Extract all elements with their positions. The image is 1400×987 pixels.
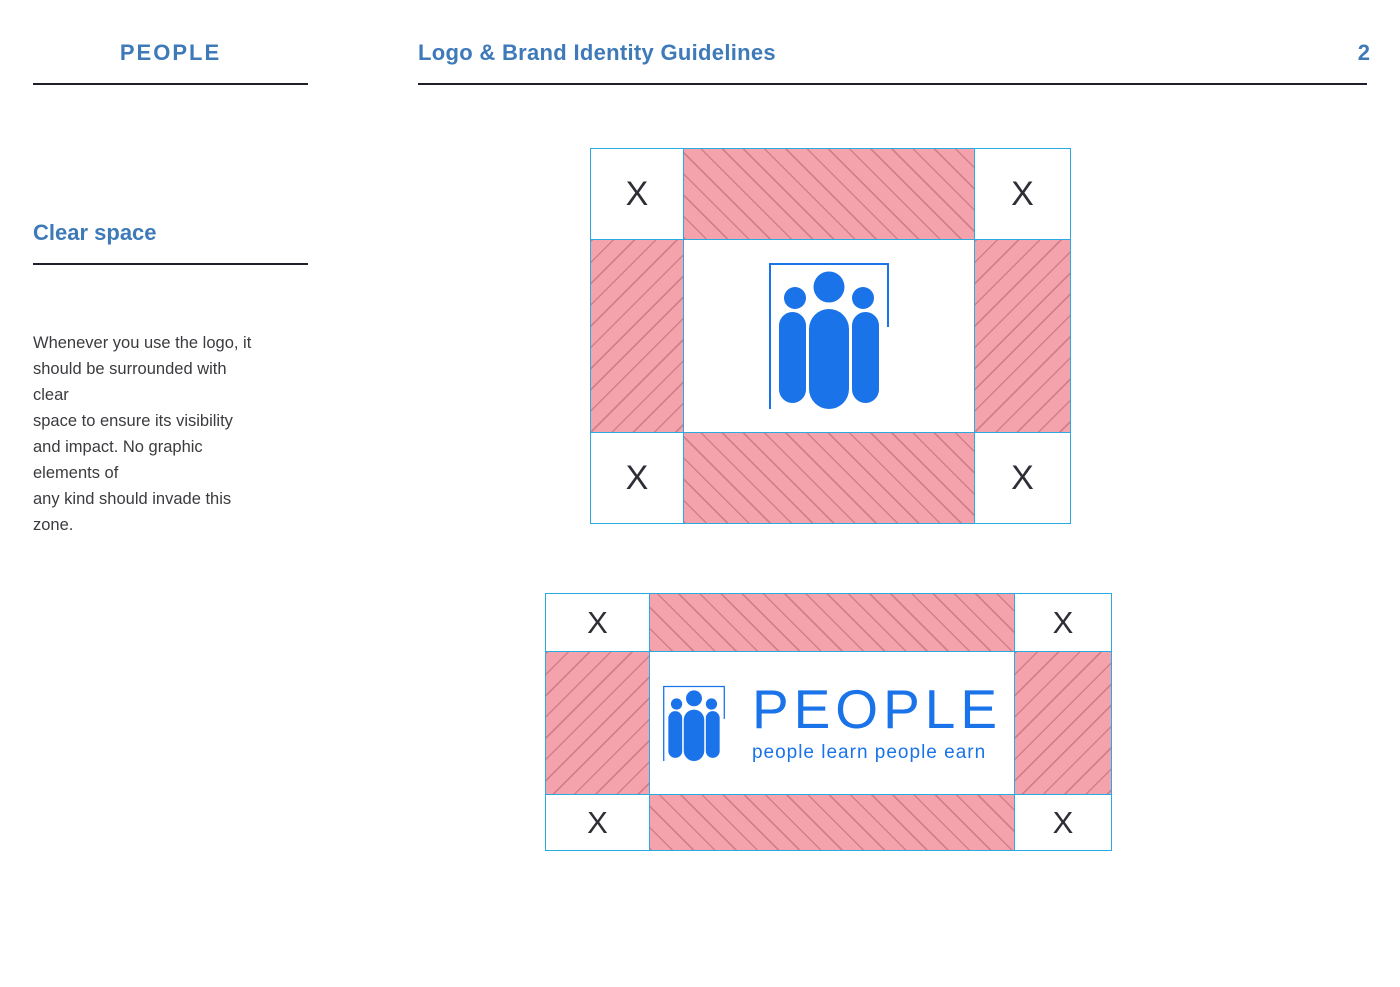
clear-zone-left <box>591 240 683 432</box>
clear-zone-top <box>650 594 1014 651</box>
clear-zone-right <box>975 240 1070 432</box>
people-logo-icon <box>663 685 725 761</box>
page-number: 2 <box>1357 40 1370 65</box>
section-body-text: Whenever you use the logo, it should be … <box>33 334 252 534</box>
clear-space-marker: X <box>975 433 1070 523</box>
clear-space-diagram-lockup: X X PEOPLE people learn people earn X X <box>545 593 1112 851</box>
clear-space-marker: X <box>591 149 683 239</box>
clear-space-marker: X <box>591 433 683 523</box>
brand-name: PEOPLE <box>119 40 222 65</box>
people-logo-icon <box>769 263 889 409</box>
title-underline <box>418 83 1367 85</box>
clear-zone-left <box>546 652 649 794</box>
logo-wordmark: PEOPLE <box>751 678 1003 740</box>
section-underline <box>33 263 308 265</box>
logo-lockup: PEOPLE people learn people earn <box>650 652 1014 794</box>
clear-space-marker: X <box>1015 795 1111 850</box>
clear-space-marker: X <box>975 149 1070 239</box>
section-heading-clear-space: Clear space <box>33 220 157 245</box>
clear-zone-bottom <box>650 795 1014 850</box>
clear-space-marker: X <box>1015 594 1111 651</box>
logo-cell <box>684 240 974 432</box>
clear-zone-bottom <box>684 433 974 523</box>
clear-space-diagram-icon: X X X X <box>590 148 1071 524</box>
clear-space-marker: X <box>546 594 649 651</box>
clear-space-marker: X <box>546 795 649 850</box>
brand-underline <box>33 83 308 85</box>
clear-zone-top <box>684 149 974 239</box>
document-title: Logo & Brand Identity Guidelines <box>418 40 776 65</box>
logo-tagline: people learn people earn <box>751 742 987 763</box>
clear-zone-right <box>1015 652 1111 794</box>
logo-text-block: PEOPLE people learn people earn <box>752 682 1002 764</box>
